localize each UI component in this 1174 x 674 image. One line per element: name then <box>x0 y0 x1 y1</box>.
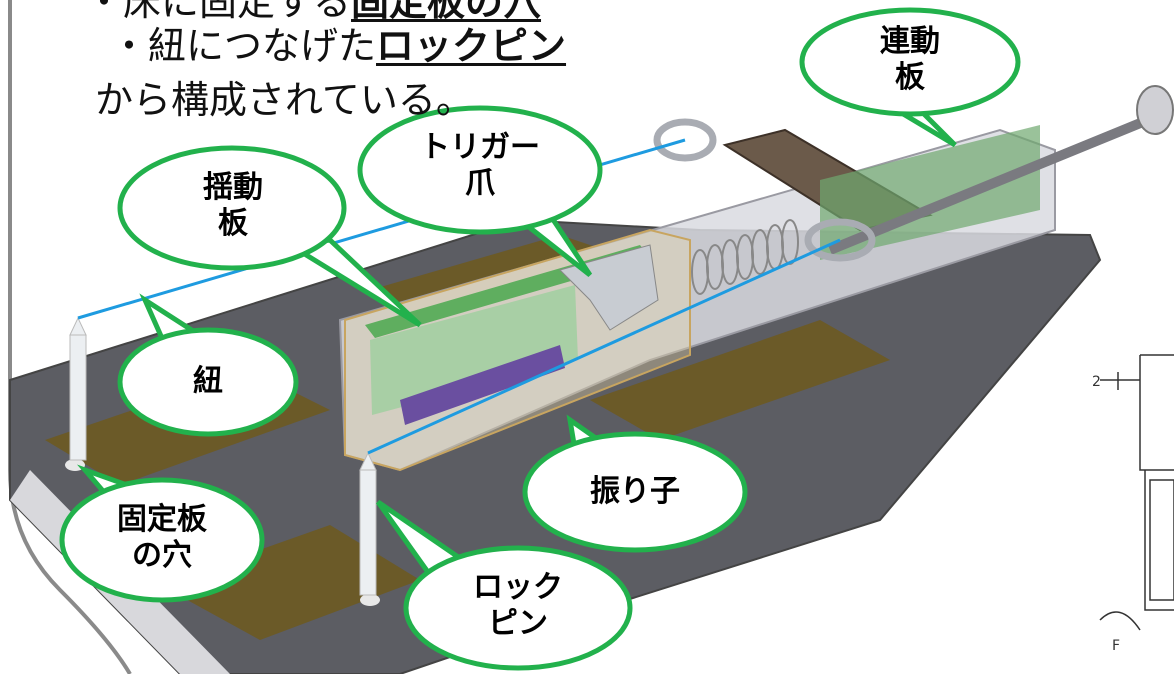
ring-bolt-front <box>804 218 876 262</box>
push-rod-knob <box>1136 85 1174 135</box>
callout-furiko-label: 振り子 <box>560 474 710 510</box>
callout-renndou-line-1: 連動 <box>880 24 940 59</box>
callout-lockpin-line-2: ピン <box>488 606 548 641</box>
callout-yuudou-line-2: 板 <box>218 206 248 241</box>
lock-pin-right <box>359 451 377 596</box>
callout-trigger-line-2: 爪 <box>465 166 495 201</box>
callout-yuudou <box>117 145 422 328</box>
text-line-1-prefix: ・床に固定する <box>85 0 352 24</box>
sketch-label-f: F <box>1112 638 1120 654</box>
callout-kotei-line-1: 固定板 <box>117 502 207 537</box>
callout-himo-label: 紐 <box>158 364 258 400</box>
sketch-label-2: 2 <box>1092 374 1101 390</box>
push-rod <box>828 110 1162 255</box>
lock-pin-left <box>69 316 87 461</box>
text-line-2-prefix: ・紐につなげた <box>110 24 377 68</box>
callout-lockpin <box>375 499 633 671</box>
callout-renndou-label: 連動 板 <box>845 24 975 96</box>
callout-lockpin-label: ロック ピン <box>448 570 588 642</box>
callout-trigger <box>357 105 603 277</box>
text-line-2: ・紐につなげたロックピン <box>110 24 566 68</box>
callout-yuudou-line-1: 揺動 <box>203 170 263 205</box>
callout-lockpin-line-1: ロック <box>473 570 563 605</box>
string-right <box>367 238 841 455</box>
pendulum-roller <box>400 345 565 425</box>
fixed-pad-right <box>590 320 890 440</box>
callout-renndou <box>799 7 1021 148</box>
text-line-1-emph: 固定板の穴 <box>351 0 542 24</box>
text-line-3: から構成されている。 <box>95 78 474 122</box>
text-line-2-emph: ロックピン <box>376 24 567 68</box>
callout-furiko-line-1: 振り子 <box>590 474 680 509</box>
fixed-pad-bottom <box>160 525 420 640</box>
callout-himo <box>117 293 299 437</box>
swing-plate-face <box>370 285 578 415</box>
ring-bolt-back <box>653 118 717 162</box>
callout-kotei <box>59 464 265 603</box>
text-line-1: ・床に固定する固定板の穴 <box>85 0 541 24</box>
callout-renndou-line-2: 板 <box>895 60 925 95</box>
callout-furiko <box>522 414 748 553</box>
callout-trigger-line-1: トリガー <box>420 130 540 165</box>
callout-kotei-line-2: の穴 <box>132 538 192 573</box>
fixed-plate-hole-right <box>360 594 380 606</box>
callout-trigger-label: トリガー 爪 <box>400 130 560 202</box>
reference-sketch <box>1099 354 1174 631</box>
callout-himo-line-1: 紐 <box>193 364 223 399</box>
callout-kotei-label: 固定板 の穴 <box>92 502 232 574</box>
callout-yuudou-label: 揺動 板 <box>168 170 298 242</box>
